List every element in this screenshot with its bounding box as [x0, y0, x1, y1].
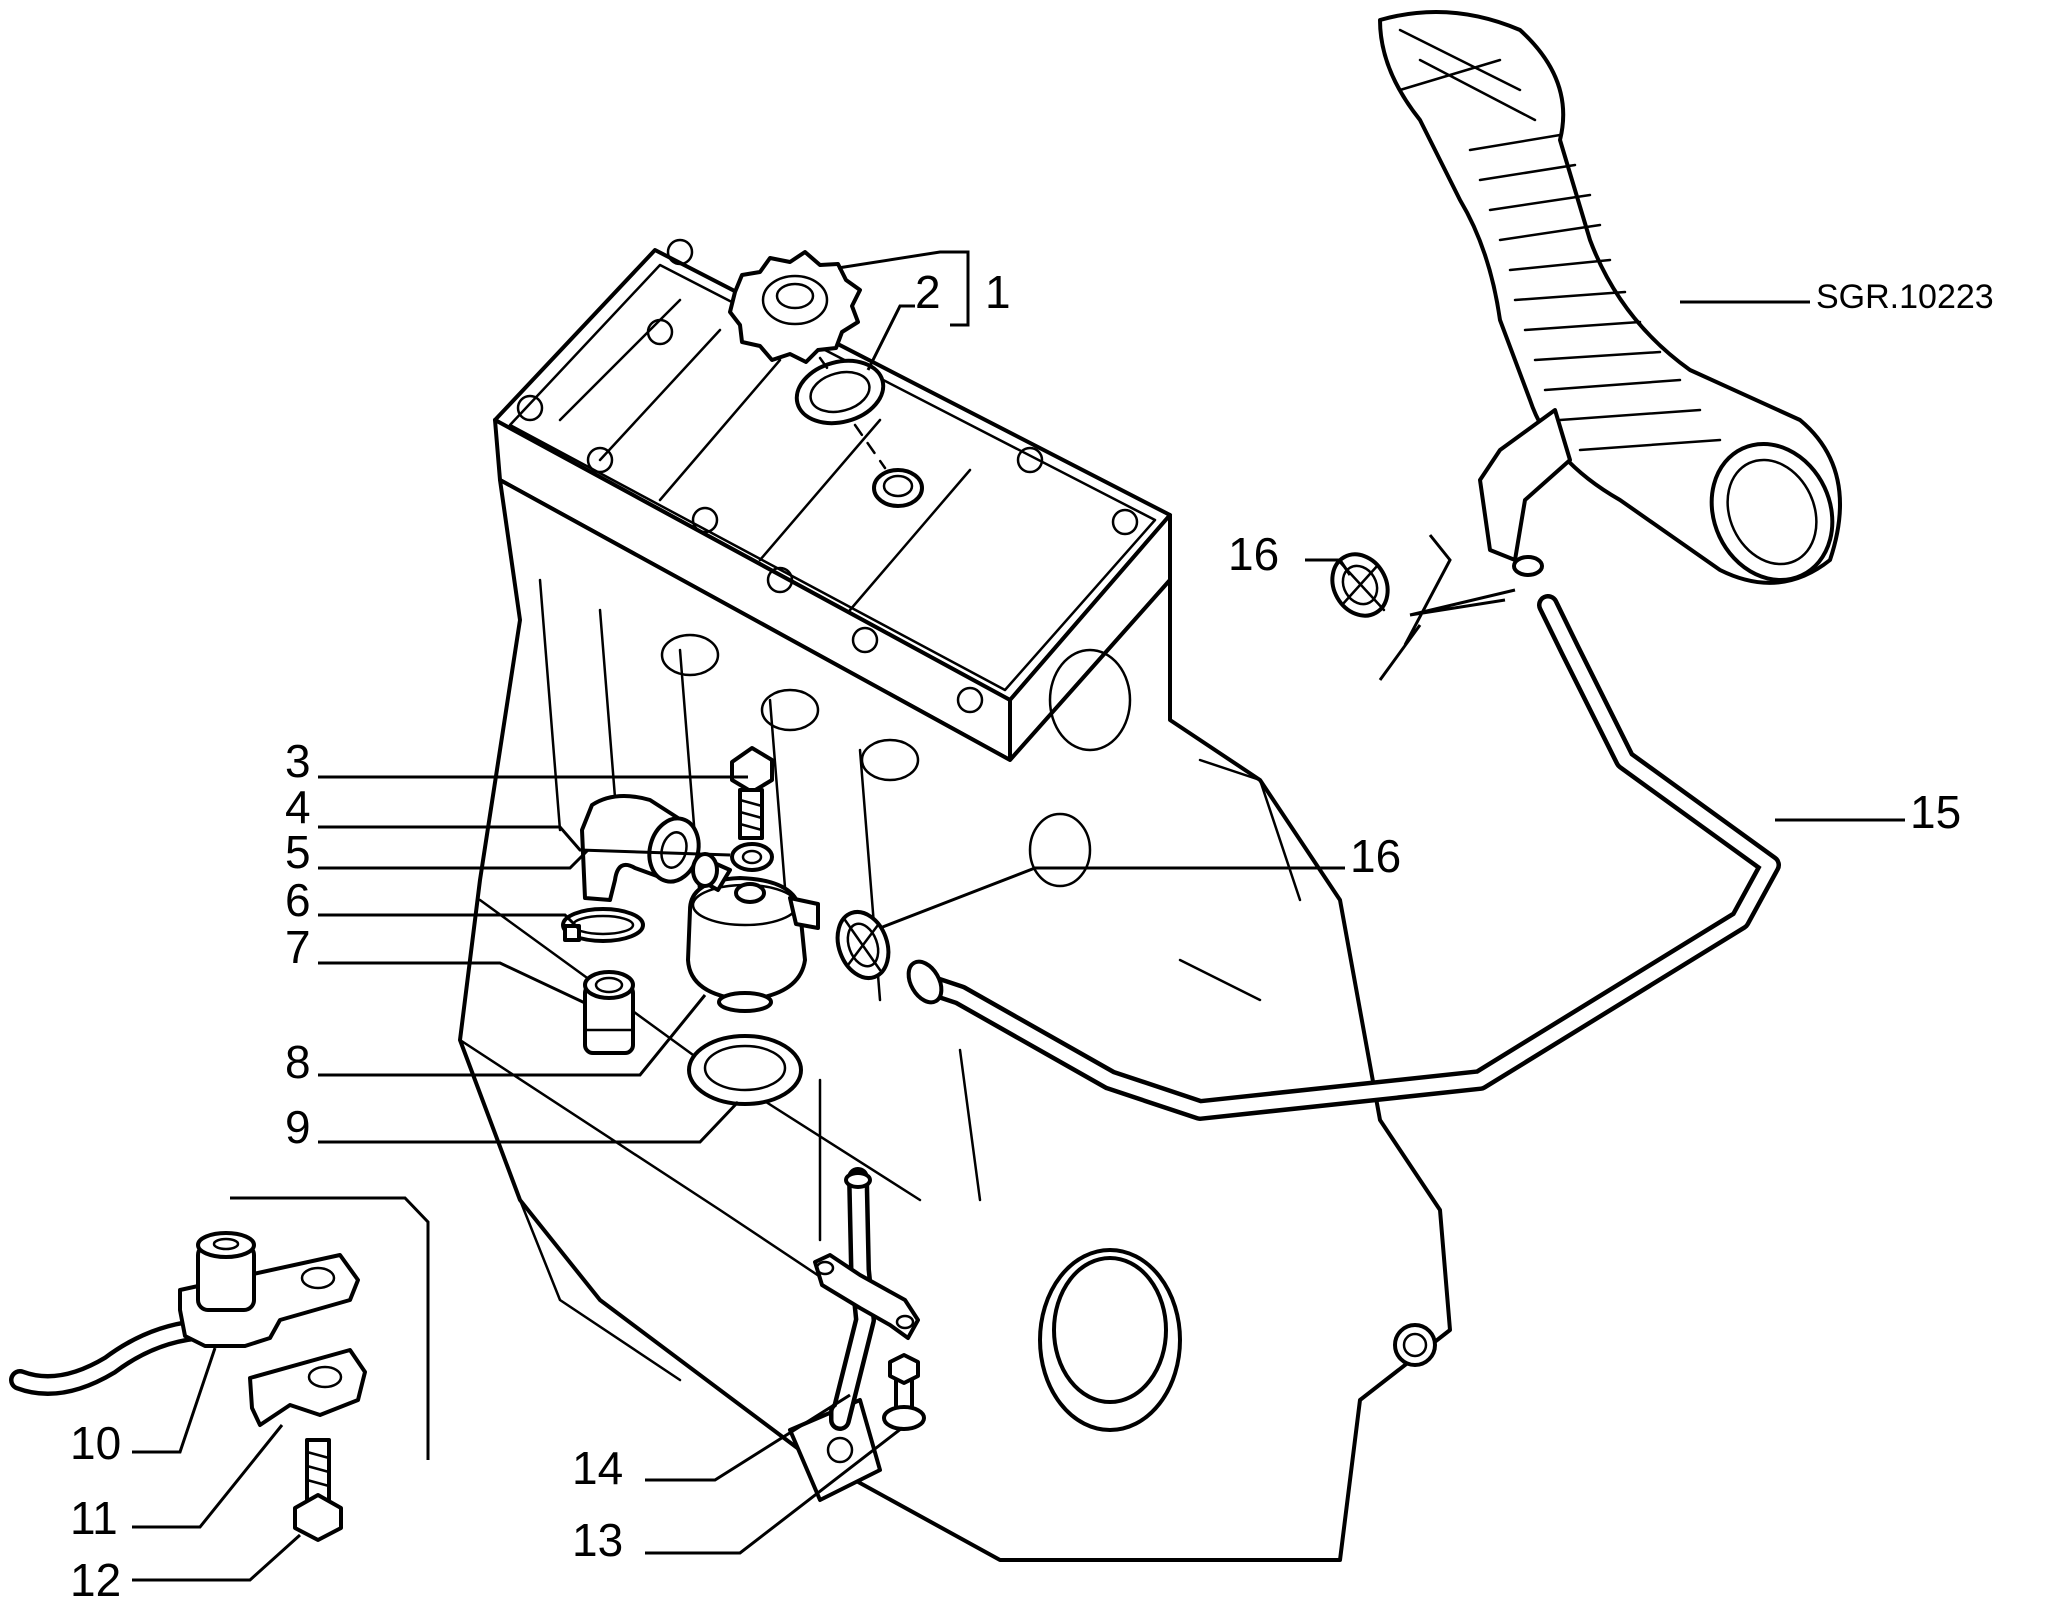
callout-14: 14	[572, 1442, 623, 1494]
engine-block	[458, 238, 1452, 1562]
callout-15: 15	[1910, 786, 1961, 838]
washer-4	[730, 842, 774, 872]
callout-10: 10	[70, 1417, 121, 1469]
callout-13: 13	[572, 1514, 623, 1566]
filler-cap-seal	[794, 358, 886, 426]
callout-labels: 1 2 3 4 5 6 7 8 9 10 11 12 13 14 15 16 1…	[70, 266, 1994, 1606]
pcv-valve-8	[686, 852, 820, 1013]
spigot-7	[583, 970, 635, 1055]
callout-4: 4	[285, 781, 311, 833]
oil-filler-cap	[728, 250, 862, 364]
callout-8: 8	[285, 1036, 311, 1088]
reference-code: SGR.10223	[1816, 278, 1994, 316]
callout-16-upper: 16	[1228, 528, 1279, 580]
bolt-3	[730, 746, 774, 840]
callout-7: 7	[285, 921, 311, 973]
bracket-11	[248, 1348, 367, 1427]
callout-11: 11	[70, 1492, 118, 1544]
dipstick-tube-14	[813, 1167, 920, 1431]
callout-16-lower: 16	[1350, 830, 1401, 882]
callout-1: 1	[985, 266, 1011, 318]
screw-13	[882, 1353, 926, 1431]
leader-lines	[132, 250, 1905, 1582]
callout-12: 12	[70, 1554, 121, 1606]
callout-9: 9	[285, 1101, 311, 1153]
callout-3: 3	[285, 735, 311, 787]
breather-hose	[906, 594, 1781, 1121]
sensor-10	[9, 1231, 360, 1396]
hose-clamp-lower	[835, 910, 891, 980]
air-intake-duct	[1378, 10, 1842, 585]
gasket-9	[687, 1034, 803, 1106]
bolt-12	[293, 1438, 343, 1542]
callout-5: 5	[285, 826, 311, 878]
callout-6: 6	[285, 874, 311, 926]
detail-frame	[230, 1196, 430, 1460]
callout-2: 2	[915, 266, 941, 318]
hose-clamp-upper	[1330, 552, 1390, 618]
